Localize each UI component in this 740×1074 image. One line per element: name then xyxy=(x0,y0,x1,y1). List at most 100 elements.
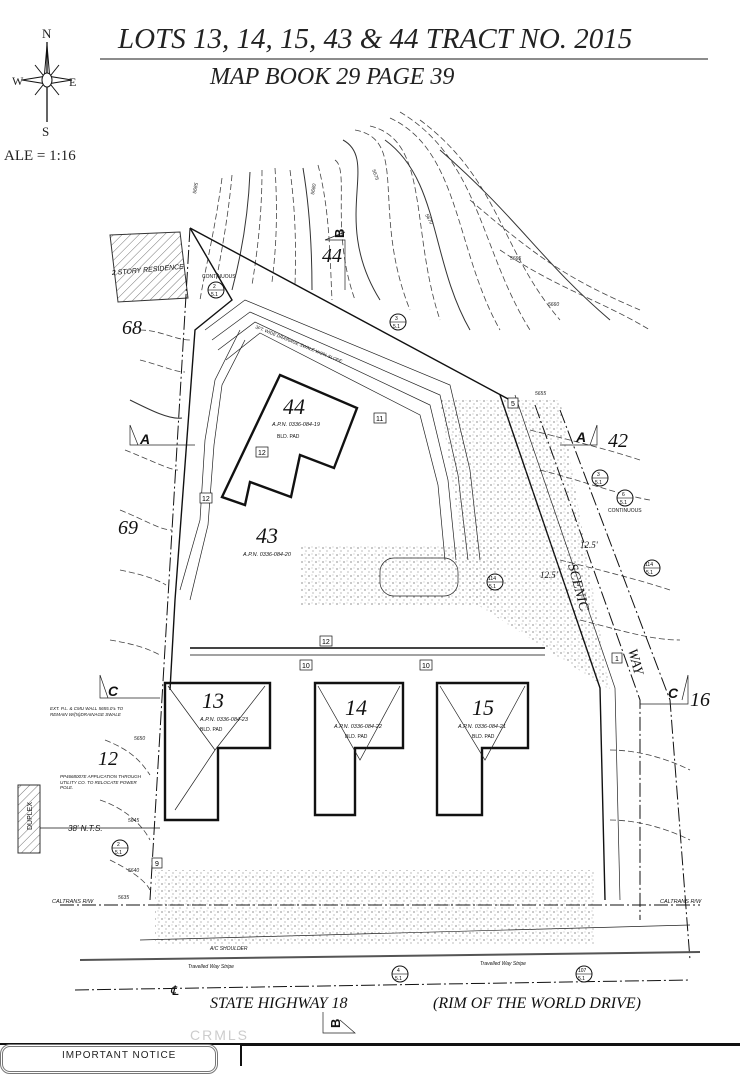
section-c-right-marker: C xyxy=(640,674,689,705)
detail-number: 3 xyxy=(597,472,600,478)
road-alt-name: (RIM OF THE WORLD DRIVE) xyxy=(433,995,641,1012)
dimension-label: 12.5' xyxy=(540,570,559,580)
compass-s: S xyxy=(42,124,49,139)
compass-w: W xyxy=(12,74,24,88)
detail-sheet: 5.1 xyxy=(646,570,653,576)
adjacent-lot-69: 69 xyxy=(118,517,138,539)
lot-43-number: 43 xyxy=(256,523,278,548)
title-block xyxy=(240,1044,740,1066)
scenic-way-edge xyxy=(534,404,641,920)
lot-13[interactable] xyxy=(163,681,272,822)
contour-label: 5660 xyxy=(548,302,559,308)
compass-e: E xyxy=(69,75,76,89)
continuous-label: CONTINUOUS xyxy=(202,274,236,280)
keynote-number: 10 xyxy=(422,663,430,670)
keynote-number: 12 xyxy=(322,639,330,646)
stripe-label: Travelled Way Stripe xyxy=(480,961,526,967)
north-property-line xyxy=(189,227,511,401)
detail-sheet: 5.1 xyxy=(489,584,496,590)
detail-callout[interactable]: 6 5.1 xyxy=(616,489,634,507)
north-arrow-compass-icon: N S W E xyxy=(12,26,76,139)
detail-callout[interactable]: 3 5.1 xyxy=(389,313,407,331)
dimension-label: 38' N.T.S. xyxy=(68,824,103,833)
detail-sheet: 5.1 xyxy=(393,324,400,330)
detail-callout[interactable]: 114 5.1 xyxy=(486,573,504,591)
section-c-left-marker: C xyxy=(99,674,160,699)
detail-sheet: 5.1 xyxy=(395,976,402,982)
lot-15-pad-label: BLD. PAD xyxy=(472,734,495,740)
contour-label: 5650 xyxy=(134,736,145,742)
section-b-top-marker: B xyxy=(324,229,347,290)
driveway-aprons xyxy=(155,870,595,945)
travelled-way-stripe xyxy=(79,951,701,961)
road-name: STATE HIGHWAY 18 xyxy=(210,995,348,1012)
lot-14[interactable] xyxy=(313,681,405,817)
detail-number: 4 xyxy=(397,968,400,974)
keynote-box: 11 xyxy=(373,412,387,424)
caltrans-row-label: CALTRANS R/W xyxy=(660,899,702,905)
adjacent-lot-68: 68 xyxy=(122,317,142,339)
stripe-label: Travelled Way Stripe xyxy=(188,964,234,970)
keynote-box: 1 xyxy=(611,652,623,664)
drawing-title: LOTS 13, 14, 15, 43 & 44 TRACT NO. 2015 xyxy=(117,23,632,55)
contour-label: 5665 xyxy=(510,256,521,262)
lot-15-apn: A.P.N. 0336-084-21 xyxy=(457,724,506,730)
graded-slope-east xyxy=(440,400,610,690)
keynote-number: 9 xyxy=(155,861,159,868)
detail-callout[interactable]: 114 5.1 xyxy=(643,559,661,577)
scenic-way-edge xyxy=(559,409,691,961)
section-b-bottom-marker: B xyxy=(322,1012,356,1034)
detail-number: 107 xyxy=(578,968,587,974)
contour-label: 5655 xyxy=(535,391,546,397)
keynote-number: 5 xyxy=(511,401,515,408)
adjacent-lot-44-top: 44 xyxy=(322,245,342,267)
detail-callout[interactable]: 2 5.1 xyxy=(207,281,225,299)
keynote-box: 5 xyxy=(507,397,519,409)
lot-14-apn: A.P.N. 0336-084-22 xyxy=(333,724,382,730)
lot-44-apn: A.P.N. 0336-084-19 xyxy=(271,422,320,428)
detail-number: 2 xyxy=(117,842,120,848)
keynote-number: 12 xyxy=(202,496,210,503)
keynote-box: 12 xyxy=(199,492,213,504)
lot-line xyxy=(169,227,233,691)
contour-label: 5645 xyxy=(128,818,139,824)
keynote-number: 12 xyxy=(258,450,266,457)
contour-label: 5680 xyxy=(310,183,318,195)
detail-callout[interactable]: 4 5.1 xyxy=(391,965,409,983)
adjacent-duplex xyxy=(17,784,41,854)
shoulder-label: A/C SHOULDER xyxy=(209,946,248,952)
contour-label: 5675 xyxy=(370,169,380,182)
keynote-number: 11 xyxy=(376,416,383,423)
detail-sheet: 5.1 xyxy=(211,292,218,298)
duplex-label: DUPLEX xyxy=(27,802,34,830)
power-pole-note: PP4668007E APPLICATION THROUGH UTILITY C… xyxy=(60,774,142,790)
detail-sheet: 5.1 xyxy=(578,976,585,982)
dimension-label: 12.5' xyxy=(580,540,599,550)
detail-number: 3 xyxy=(395,316,398,322)
lot-15-number: 15 xyxy=(472,695,494,720)
detail-number: 114 xyxy=(645,562,653,568)
section-a-label: A xyxy=(575,429,586,445)
detail-callout[interactable]: 107 5.1 xyxy=(575,965,593,983)
detail-callout[interactable]: 2 5.1 xyxy=(111,839,129,857)
adjacent-residence xyxy=(109,231,189,303)
caltrans-row-label: CALTRANS R/W xyxy=(52,899,94,905)
lot-15[interactable] xyxy=(435,681,530,817)
west-property-line xyxy=(149,227,191,901)
section-a-left-marker: A xyxy=(129,424,195,447)
compass-n: N xyxy=(42,26,52,41)
lot-44-building-pad[interactable] xyxy=(220,373,359,507)
section-b-label: B xyxy=(328,1019,343,1028)
keynote-number: 1 xyxy=(615,656,619,663)
lot-13-number: 13 xyxy=(202,688,224,713)
lot-13-pad-label: BLD. PAD xyxy=(200,727,223,733)
keynote-box: 10 xyxy=(299,659,313,671)
adjacent-lot-12: 12 xyxy=(98,748,118,770)
lot-14-number: 14 xyxy=(345,695,367,720)
way-label: WAY xyxy=(624,647,646,678)
detail-number: 114 xyxy=(488,576,496,582)
detail-sheet: 5.1 xyxy=(620,500,627,506)
watermark: CRMLS xyxy=(190,1027,250,1043)
detail-callout[interactable]: 3 5.1 xyxy=(591,469,609,487)
